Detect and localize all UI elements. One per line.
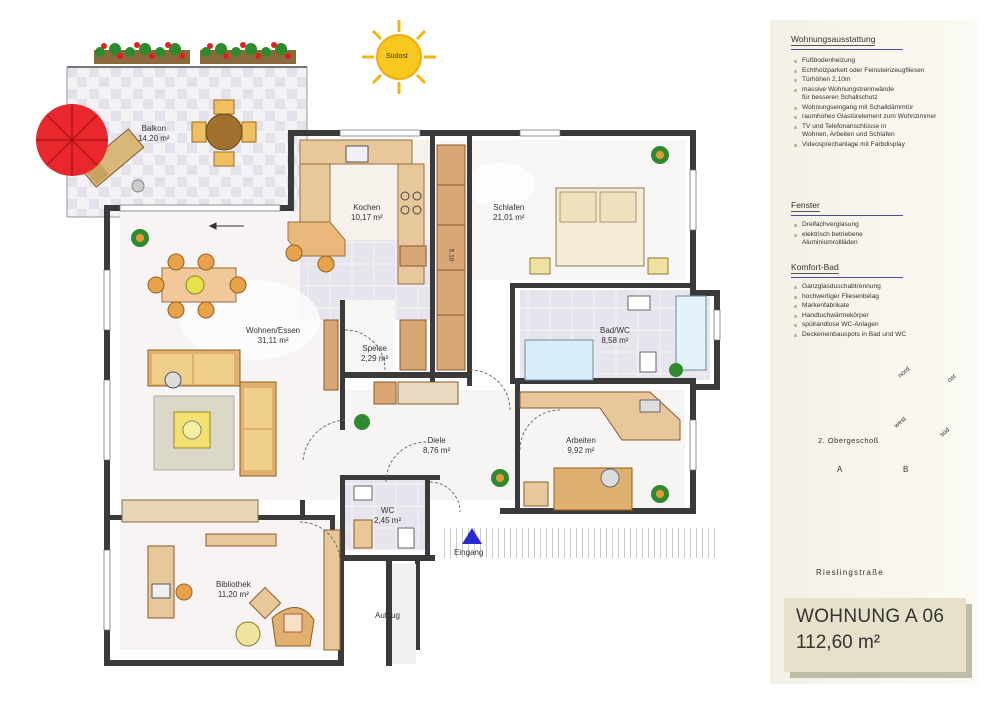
compass-nord-label: nord	[896, 365, 912, 380]
library-furniture	[147, 533, 315, 647]
door-swings	[299, 329, 561, 563]
bathroom-fixtures	[524, 295, 707, 381]
balcony	[36, 42, 308, 218]
desk	[519, 391, 681, 511]
floor-label: 2. Obergeschoß	[818, 436, 879, 445]
feature-list-fenster: Dreifachverglasung elektrisch betriebene …	[794, 221, 863, 248]
sideboard	[121, 499, 259, 523]
windows	[103, 129, 721, 631]
arrow-left-icon	[208, 222, 244, 230]
dining-set	[147, 253, 247, 319]
feature-item: TV und Telefonanschlüsse in Wohnen, Arbe…	[794, 123, 936, 139]
feature-item: hochwertiger Fliesenbelag	[794, 293, 906, 301]
aufzug-label: Aufzug	[375, 611, 400, 620]
eingang-label: Eingang	[454, 548, 484, 557]
section-title-ausstattung: Wohnungsausstattung	[791, 34, 876, 46]
kitchen-units	[285, 139, 425, 285]
feature-item: Markenfabrikate	[794, 302, 906, 310]
feature-item: Handtuchwärmekörper	[794, 312, 906, 320]
plant-pot-icon	[136, 151, 664, 498]
sun-icon	[362, 20, 436, 94]
feature-item: Videosprechanlage mit Farbdisplay	[794, 141, 936, 149]
section-underline	[791, 277, 903, 278]
apartment-title-box: WOHNUNG A 06 112,60 m²	[784, 598, 966, 672]
feature-item: Echtholzparkett oder Feinsteinzeugfliese…	[794, 67, 936, 75]
stairwell	[392, 528, 720, 664]
compass-ost-label: ost	[946, 373, 958, 385]
stove-icon	[400, 191, 422, 215]
section-underline	[791, 49, 903, 50]
sun-direction-label: Südost	[386, 53, 408, 60]
balcony-table-icon	[191, 99, 257, 167]
section-underline	[791, 215, 903, 216]
feature-list-komfort-bad: Ganzglasduschabtrennung hochwertiger Flie…	[794, 283, 906, 341]
feature-item: Wohnungseingang mit Schalldämmtür	[794, 104, 936, 112]
section-title-fenster: Fenster	[791, 200, 820, 212]
feature-item: Fußbodenheizung	[794, 57, 936, 65]
compass-sued-label: süd	[938, 426, 952, 439]
street-label: Rieslingstraße	[816, 568, 884, 577]
bed	[529, 187, 669, 275]
section-title-komfort-bad: Komfort-Bad	[791, 262, 839, 274]
feature-item: spülrandlose WC-Anlagen	[794, 321, 906, 329]
umbrella-icon	[36, 104, 108, 176]
sink-icon	[345, 145, 369, 163]
entrance-marker-icon	[462, 528, 482, 544]
wc-fixtures	[323, 485, 415, 651]
feature-item: Dreifachverglasung	[794, 221, 863, 229]
feature-item: elektrisch betriebene Aluminiumrollläden	[794, 231, 863, 247]
sofa-set	[147, 349, 277, 477]
apartment-area: 112,60 m²	[796, 632, 881, 653]
feature-item: raumhohes Glastürelement zum Wohnzimmer	[794, 113, 936, 121]
apartment-name: WOHNUNG A 06	[796, 606, 945, 627]
compass-west-label: west	[892, 415, 908, 430]
feature-item: massive Wohnungstrennwände für besseren …	[794, 86, 936, 102]
building-a-label: A	[837, 465, 843, 474]
wardrobe-column	[323, 144, 466, 405]
feature-item: Türhöhen 2,10m	[794, 76, 936, 84]
closet-height-label: 5.10	[447, 248, 455, 262]
building-b-label: B	[903, 465, 909, 474]
feature-item: Deckeneinbauspots in Bad und WC	[794, 331, 906, 339]
flower-box-icon	[200, 42, 296, 64]
feature-item: Ganzglasduschabtrennung	[794, 283, 906, 291]
stool-icon	[131, 179, 145, 193]
flower-box-icon	[94, 42, 190, 64]
